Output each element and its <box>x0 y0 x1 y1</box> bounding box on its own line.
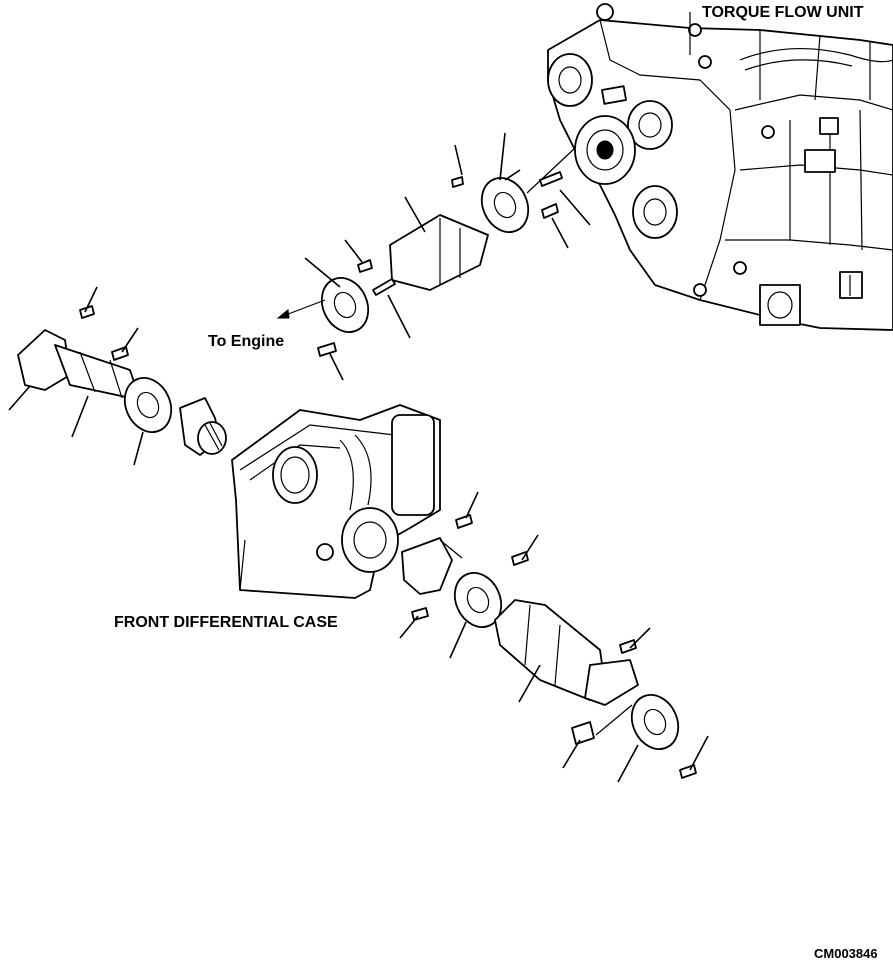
front-differential-case-label: FRONT DIFFERENTIAL CASE <box>114 614 338 631</box>
left-propeller-shaft <box>17 305 227 456</box>
right-group-leaders <box>399 491 709 783</box>
left-group-leaders <box>8 286 144 466</box>
torque-flow-unit-label: TORQUE FLOW UNIT <box>702 4 864 21</box>
figure-code-label: CM003846 <box>814 946 878 961</box>
torque-flow-unit-drawing <box>547 3 893 331</box>
to-engine-label: To Engine <box>208 333 284 350</box>
upper-group-leaders <box>304 132 591 381</box>
front-differential-case-drawing <box>231 404 441 599</box>
upper-coupling-group <box>276 147 576 357</box>
right-propeller-shaft <box>401 514 697 779</box>
